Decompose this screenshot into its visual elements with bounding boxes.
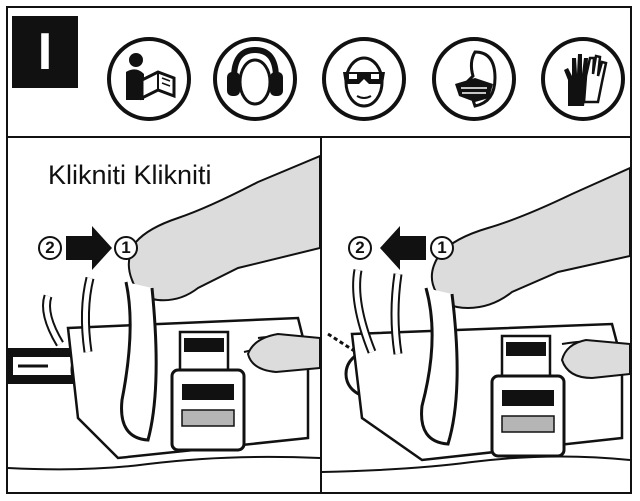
left-hand [127, 154, 320, 302]
left-strap [120, 281, 158, 442]
right-strap [420, 287, 459, 446]
left-callout-1: 1 [114, 236, 138, 260]
left-lower-hand [246, 332, 320, 374]
right-hand [430, 166, 630, 310]
right-direction-arrow [380, 226, 426, 270]
read-manual-icon [106, 36, 192, 122]
dust-mask-icon [431, 36, 517, 122]
gloves-icon [540, 36, 626, 122]
panel-lock: 2 1 [322, 138, 630, 492]
step-label: I [12, 16, 78, 88]
safety-glasses-icon [321, 36, 407, 122]
panel-unlock: Klikniti Klikniti 2 1 [8, 138, 322, 492]
left-callout-2: 2 [38, 236, 62, 260]
click-caption: Klikniti Klikniti [48, 160, 212, 190]
safety-header: I [8, 8, 630, 138]
right-callout-2: 2 [348, 236, 372, 260]
right-chainsaw [327, 322, 624, 462]
instruction-sheet: I [6, 6, 632, 494]
right-callout-1: 1 [430, 236, 454, 260]
left-direction-arrow [66, 226, 112, 270]
ear-protection-icon [212, 36, 298, 122]
right-lower-hand [560, 338, 630, 380]
